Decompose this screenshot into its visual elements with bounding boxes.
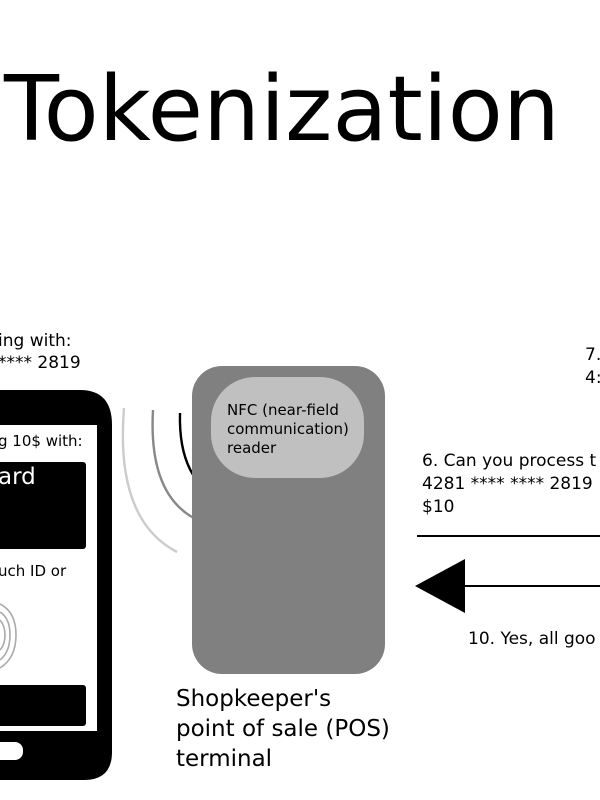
- step6-line2: 4281 **** **** 2819: [422, 474, 593, 494]
- step10-label: 10. Yes, all goo: [468, 629, 596, 649]
- step6-line1: 6. Can you process t: [422, 451, 597, 471]
- phone-header-line1: ing with:: [0, 331, 72, 351]
- step7-line2: 4:: [585, 368, 600, 388]
- signal-wave-middle: [151, 409, 203, 524]
- pos-caption-line2: point of sale (POS): [176, 716, 390, 742]
- arrow-head-step10: [415, 559, 465, 613]
- nfc-label-line1: NFC (near-field: [227, 401, 339, 419]
- phone-screen-prompt: g 10$ with:: [0, 432, 83, 450]
- phone-card-block: [0, 462, 86, 549]
- pos-caption-line3: terminal: [176, 746, 273, 772]
- nfc-reader-pad: [211, 377, 364, 478]
- phone-card-label: ard: [0, 464, 36, 490]
- phone-button-block: [0, 685, 86, 726]
- phone-auth-prompt: uch ID or: [0, 562, 67, 580]
- nfc-label-line2: communication): [227, 420, 349, 438]
- diagram-title: Tokenization: [4, 57, 560, 162]
- step7-line1: 7.: [585, 345, 600, 365]
- nfc-label-line3: reader: [227, 439, 277, 457]
- fingerprint-icon: [0, 603, 17, 669]
- step6-line3: $10: [422, 497, 455, 517]
- phone-home-indicator: [0, 742, 23, 760]
- phone-header-line2: **** 2819: [0, 353, 81, 373]
- pos-caption-line1: Shopkeeper's: [176, 686, 332, 712]
- signal-wave-outer: [121, 407, 178, 554]
